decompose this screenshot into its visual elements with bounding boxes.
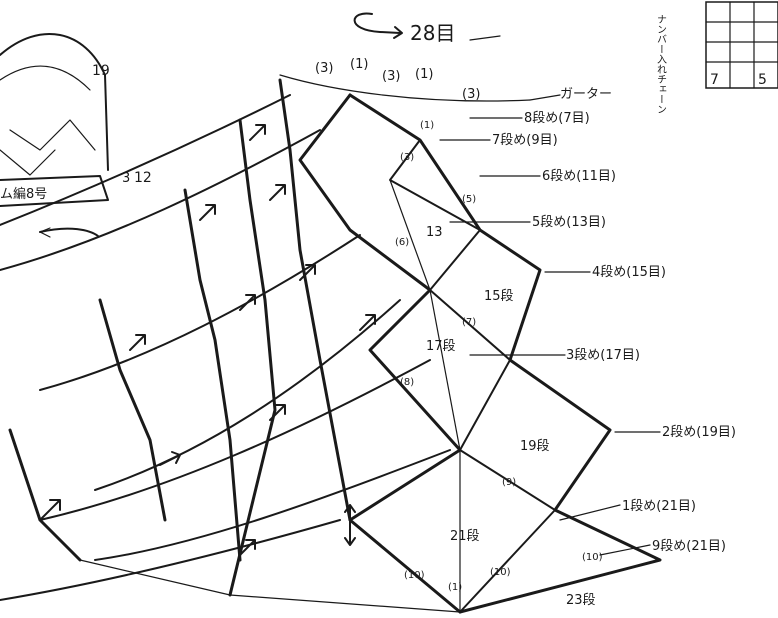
grid-digit-1: 7	[710, 72, 719, 88]
row-label-4: 4段め(15目)	[592, 265, 666, 280]
legend-grid: 7 5 ナンバー入れチェーン	[655, 2, 778, 114]
inner-mark-1: (1)	[420, 120, 434, 131]
inner-mark-5: (7)	[462, 317, 476, 328]
left-strip-label: ム編8号	[0, 186, 47, 202]
left-side-value: 12	[134, 170, 152, 186]
row-label-3: 3段め(17目)	[566, 348, 640, 363]
inner-mark-8: (10)	[404, 570, 425, 581]
inner-mark-11: (10)	[582, 552, 603, 563]
inner-mark-6: (8)	[400, 377, 414, 388]
row-label-6: 6段め(11目)	[542, 169, 616, 184]
inner-mark-10: (10)	[490, 567, 511, 578]
step-label-5: 21段	[450, 529, 480, 544]
step-label-3: 17段	[426, 339, 456, 354]
edge-label: ガーター	[560, 87, 612, 102]
row-label-2: 2段め(19目)	[662, 425, 736, 440]
inner-mark-2: (3)	[400, 152, 414, 163]
inner-mark-4: (6)	[395, 237, 409, 248]
top-mark-3: (3)	[382, 69, 400, 84]
row-label-1: 1段め(21目)	[622, 499, 696, 514]
main-grid	[0, 80, 660, 612]
row-label-5: 5段め(13目)	[532, 215, 606, 230]
left-partial-figure: 19 ム編8号 3 12	[0, 34, 152, 237]
top-arrow-label: 28目	[410, 21, 455, 45]
step-label-4: 19段	[520, 439, 550, 454]
row-label-9: 9段め(21目)	[652, 539, 726, 554]
grid-digit-2: 5	[758, 72, 767, 88]
left-arc-label: 19	[92, 63, 110, 79]
row-labels: 8段め(7目) 7段め(9目) 6段め(11目) 5段め(13目) 4段め(15…	[440, 111, 736, 555]
top-direction-arrow: 28目	[355, 13, 500, 45]
top-marks: (3) (1) (3) (1) (3) ガーター	[280, 57, 612, 102]
top-mark-1: (3)	[315, 61, 333, 76]
step-label-6: 23段	[566, 593, 596, 608]
step-label-2: 15段	[484, 289, 514, 304]
step-labels: 13 15段 17段 19段 21段 23段	[426, 225, 596, 608]
top-mark-5: (3)	[462, 87, 480, 102]
top-mark-4: (1)	[415, 67, 433, 82]
inner-mark-7: (9)	[502, 477, 516, 488]
row-label-7: 7段め(9目)	[492, 133, 558, 148]
step-label-1: 13	[426, 225, 443, 240]
vertical-note: ナンバー入れチェーン	[655, 14, 667, 114]
inner-mark-9: (1)	[448, 582, 462, 593]
row-label-8: 8段め(7目)	[524, 111, 590, 126]
top-mark-2: (1)	[350, 57, 368, 72]
inner-mark-3: (5)	[462, 194, 476, 205]
